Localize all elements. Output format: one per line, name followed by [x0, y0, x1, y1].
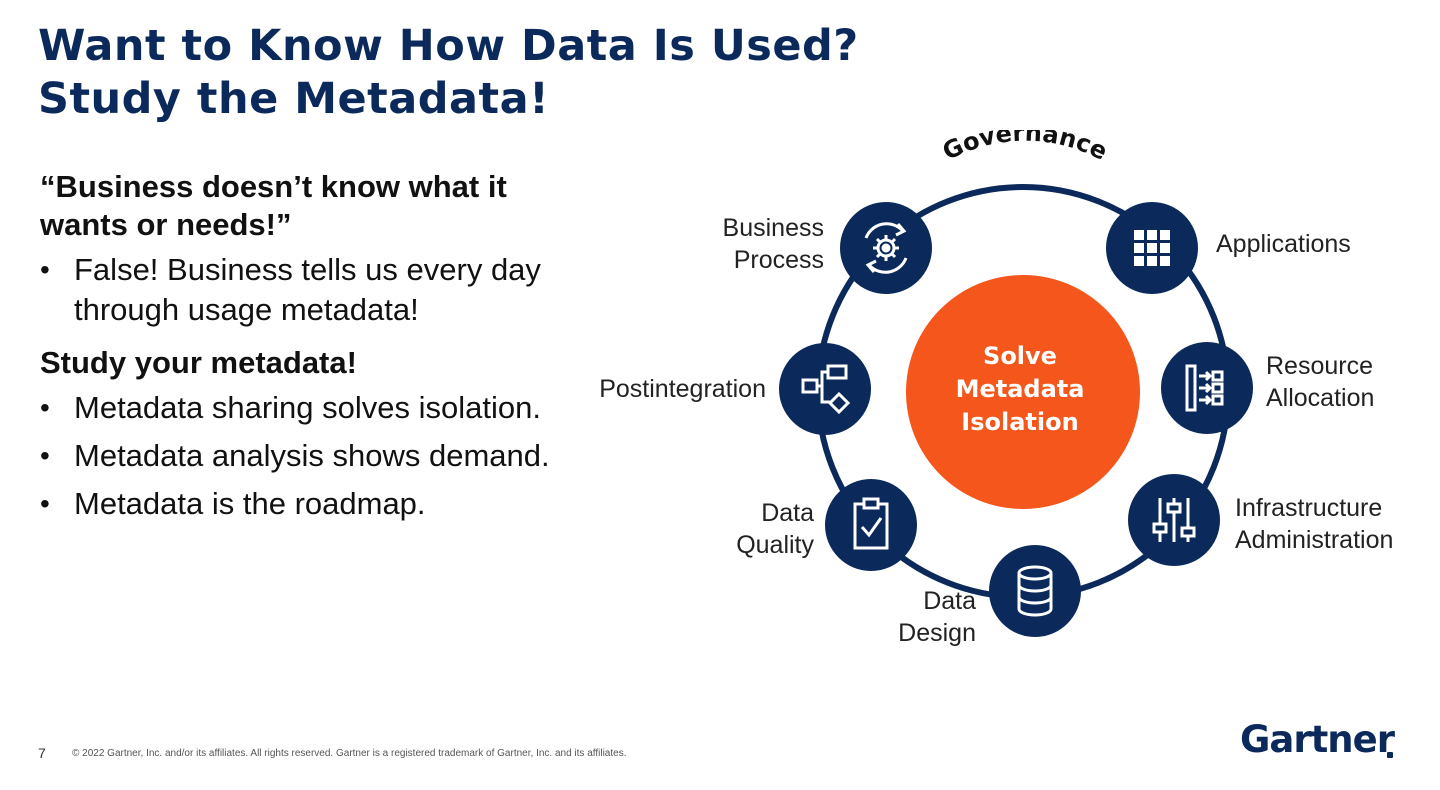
node-circle [779, 343, 871, 435]
node-postintegration [779, 343, 871, 435]
page-number: 7 [38, 745, 46, 761]
logo-dot [1387, 752, 1393, 758]
bullet-list-1: False! Business tells us every day throu… [40, 250, 560, 330]
title-line-2: Study the Metadata! [38, 74, 550, 124]
quote-text: “Business doesn’t know what it wants or … [40, 169, 507, 242]
title-line-1: Want to Know How Data Is Used? [38, 21, 859, 71]
label-postintegration: Postintegration [570, 373, 766, 405]
subheading: Study your metadata! [40, 345, 357, 380]
label-line-1: Data [761, 499, 814, 527]
node-data-quality [825, 479, 917, 571]
center-label: Solve Metadata Isolation [905, 340, 1135, 439]
label-line-1: Business [722, 214, 824, 242]
bullet-item: Metadata is the roadmap. [40, 484, 560, 524]
bullet-list-2: Metadata sharing solves isolation. Metad… [40, 388, 560, 524]
label-line-1: Postintegration [599, 375, 766, 403]
clipboard-check-icon [853, 497, 889, 550]
center-line-2: Metadata [955, 375, 1085, 403]
resource-flow-icon [1185, 364, 1224, 412]
label-line-2: Process [733, 246, 824, 274]
label-line-1: Resource [1266, 352, 1373, 380]
sliders-icon [1152, 498, 1196, 542]
gartner-logo: Gartner [1240, 718, 1395, 761]
node-circle [825, 479, 917, 571]
label-resource-allocation: Resource Allocation [1266, 350, 1374, 414]
bullet-item: False! Business tells us every day throu… [40, 250, 560, 330]
node-data-design [989, 545, 1081, 637]
center-line-1: Solve [983, 342, 1057, 370]
page-title: Want to Know How Data Is Used? Study the… [38, 20, 859, 126]
governance-label: Governance [938, 130, 1112, 166]
label-line-2: Design [898, 619, 976, 647]
gear-cycle-icon [864, 222, 908, 274]
label-line-2: Quality [736, 531, 814, 559]
label-business-process: Business Process [700, 212, 824, 276]
node-infrastructure-administration [1128, 474, 1220, 566]
governance-label-path: Governance [938, 130, 1112, 166]
label-line-1: Infrastructure [1235, 494, 1383, 522]
grid-icon [1134, 230, 1170, 266]
label-data-design: Data Design [880, 585, 976, 649]
center-line-3: Isolation [961, 408, 1079, 436]
copyright-text: © 2022 Gartner, Inc. and/or its affiliat… [72, 748, 627, 759]
node-applications [1106, 202, 1198, 294]
label-applications: Applications [1216, 228, 1351, 260]
bullet-item: Metadata analysis shows demand. [40, 436, 560, 476]
label-line-2: Allocation [1266, 384, 1375, 412]
label-infrastructure-administration: Infrastructure Administration [1235, 492, 1393, 556]
left-text-panel: “Business doesn’t know what it wants or … [40, 168, 560, 532]
node-business-process [840, 202, 932, 294]
flowchart-icon [801, 364, 851, 415]
node-resource-allocation [1161, 342, 1253, 434]
label-line-1: Applications [1216, 230, 1351, 258]
label-line-1: Data [923, 587, 976, 615]
label-data-quality: Data Quality [714, 497, 814, 561]
center-circle [906, 275, 1140, 509]
diagram-canvas: Governance [779, 130, 1253, 637]
bullet-item: Metadata sharing solves isolation. [40, 388, 560, 428]
database-icon [1017, 565, 1053, 617]
governance-cycle-diagram: Governance [560, 130, 1440, 670]
label-line-2: Administration [1235, 526, 1394, 554]
